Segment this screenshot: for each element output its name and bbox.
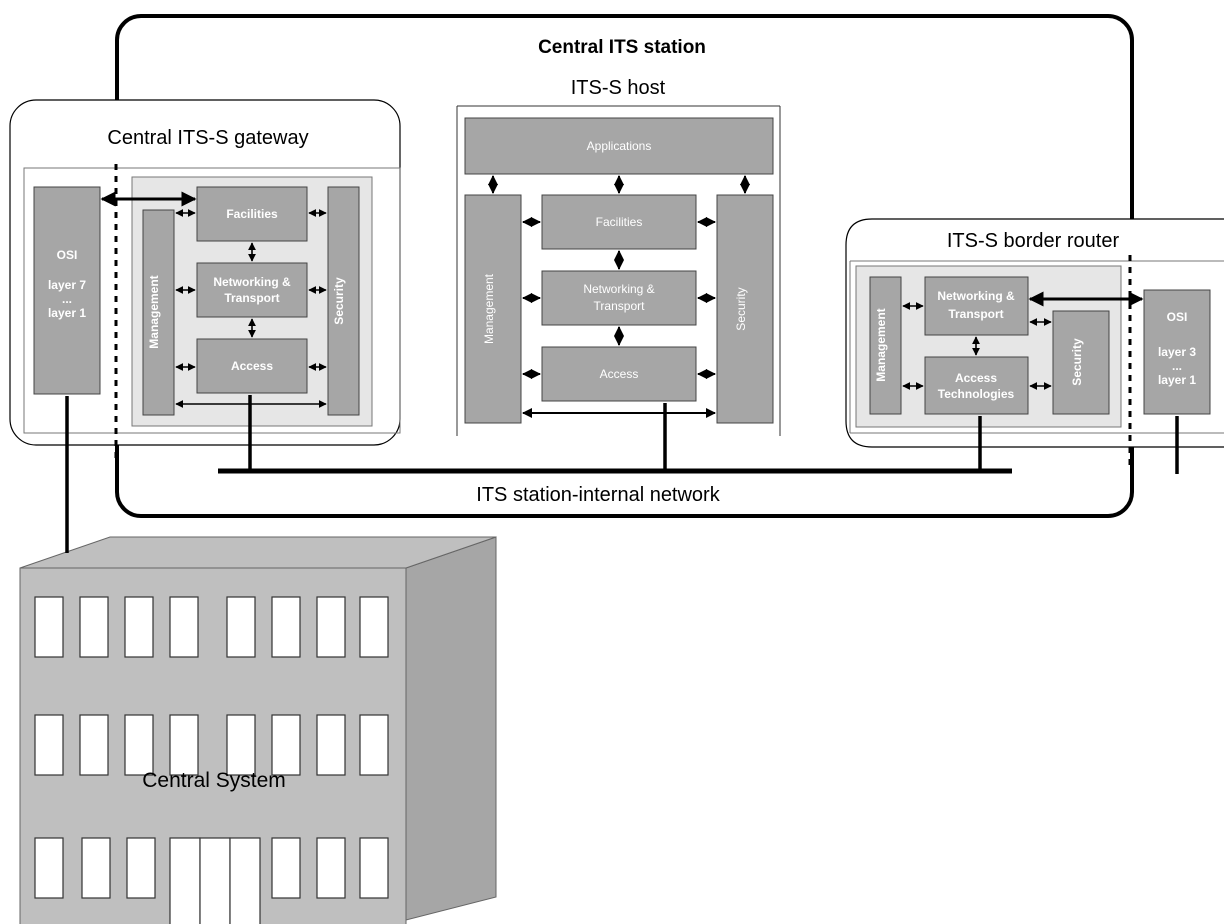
building-door — [169, 837, 261, 924]
host-applications-box — [464, 117, 774, 175]
host-security-label: Security — [734, 287, 748, 330]
host-facilities-label: Facilities — [596, 215, 643, 229]
host-applications-label: Applications — [587, 139, 652, 153]
station-title: Central ITS station — [538, 37, 706, 58]
router-osi-label-3: ... — [1172, 359, 1182, 373]
gateway-management-box — [142, 209, 175, 416]
gateway-osi-label-4: layer 1 — [48, 306, 86, 320]
host-arrows — [488, 175, 750, 418]
router-management-label: Management — [874, 308, 888, 381]
gateway-osi-label-3: ... — [62, 292, 72, 306]
building-windows-row2 — [34, 714, 389, 776]
gateway-access-label: Access — [231, 359, 273, 373]
gateway-osi-label-2: layer 7 — [48, 278, 86, 292]
host-networking-label-2: Transport — [594, 299, 646, 313]
gateway-osi-box — [33, 186, 101, 395]
network-label: ITS station-internal network — [476, 484, 720, 506]
host-networking-label-1: Networking & — [583, 282, 654, 296]
router-access-label-2: Technologies — [938, 387, 1015, 401]
central-system-label: Central System — [142, 769, 286, 792]
host-security-box — [716, 194, 774, 424]
router-title: ITS-S border router — [947, 230, 1120, 252]
its-s-host: ITS-S host Applications Management Facil… — [456, 77, 781, 436]
router-osi-label-4: layer 1 — [1158, 373, 1196, 387]
central-system-building: Central System — [19, 536, 497, 924]
host-networking-box — [541, 270, 697, 326]
central-its-s-gateway: Central ITS-S gateway OSI layer 7 ... la… — [9, 99, 401, 464]
gateway-networking-label-1: Networking & — [213, 275, 291, 289]
router-networking-label-2: Transport — [948, 307, 1003, 321]
host-access-label: Access — [600, 367, 639, 381]
gateway-management-label: Management — [147, 275, 161, 348]
gateway-facilities-label: Facilities — [226, 207, 278, 221]
gateway-security-box — [327, 186, 360, 416]
host-title: ITS-S host — [571, 77, 666, 99]
router-access-label-1: Access — [955, 371, 997, 385]
router-networking-box — [924, 276, 1029, 336]
host-management-box — [464, 194, 522, 424]
router-osi-box — [1143, 289, 1211, 415]
building-windows-row3 — [34, 837, 389, 899]
router-osi-label-2: layer 3 — [1158, 345, 1196, 359]
gateway-title: Central ITS-S gateway — [107, 127, 308, 149]
gateway-networking-box — [196, 262, 308, 318]
gateway-osi-label-1: OSI — [57, 248, 78, 262]
gateway-access-box — [196, 338, 308, 394]
its-s-border-router: ITS-S border router Management Networkin… — [845, 218, 1224, 474]
host-management-label: Management — [482, 273, 496, 344]
gateway-arrows — [175, 209, 327, 408]
router-osi-label-1: OSI — [1167, 310, 1188, 324]
router-networking-label-1: Networking & — [937, 289, 1015, 303]
building-windows-row1 — [34, 596, 389, 658]
router-management-box — [869, 276, 902, 415]
host-access-box — [541, 346, 697, 402]
gateway-facilities-box — [196, 186, 308, 242]
router-security-box — [1052, 310, 1110, 415]
gateway-networking-label-2: Transport — [224, 291, 279, 305]
router-access-box — [924, 356, 1029, 415]
station-internal-network: ITS station-internal network — [218, 395, 1012, 506]
router-security-label: Security — [1070, 338, 1084, 386]
gateway-security-label: Security — [332, 277, 346, 325]
host-facilities-box — [541, 194, 697, 250]
router-arrows — [902, 302, 1052, 390]
